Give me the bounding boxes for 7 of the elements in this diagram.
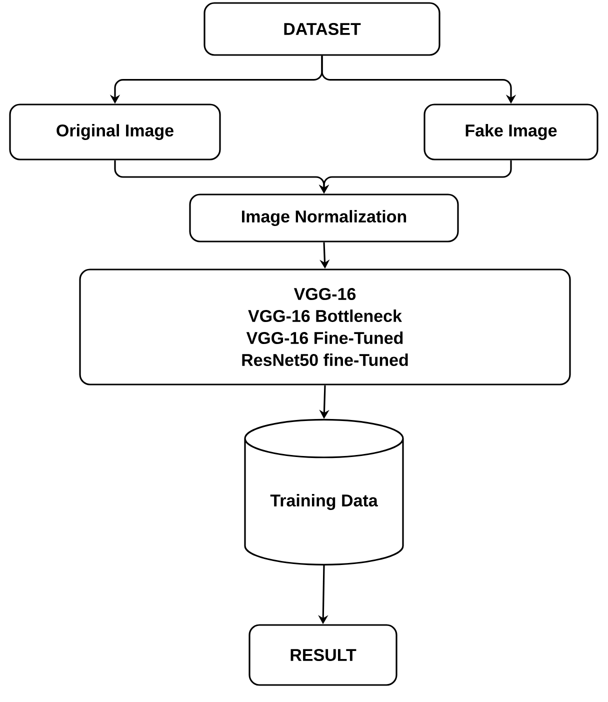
process-box: DATASET [204,2,440,56]
database-cylinder: Training Data [244,418,404,566]
process-box: VGG-16 VGG-16 Bottleneck VGG-16 Fine-Tuned ResNet50 fine-Tuned [79,268,571,386]
process-box: RESULT [248,624,398,686]
process-box: Original Image [9,104,221,160]
process-box: Fake Image [424,104,598,160]
process-box: Image Normalization [189,194,459,242]
